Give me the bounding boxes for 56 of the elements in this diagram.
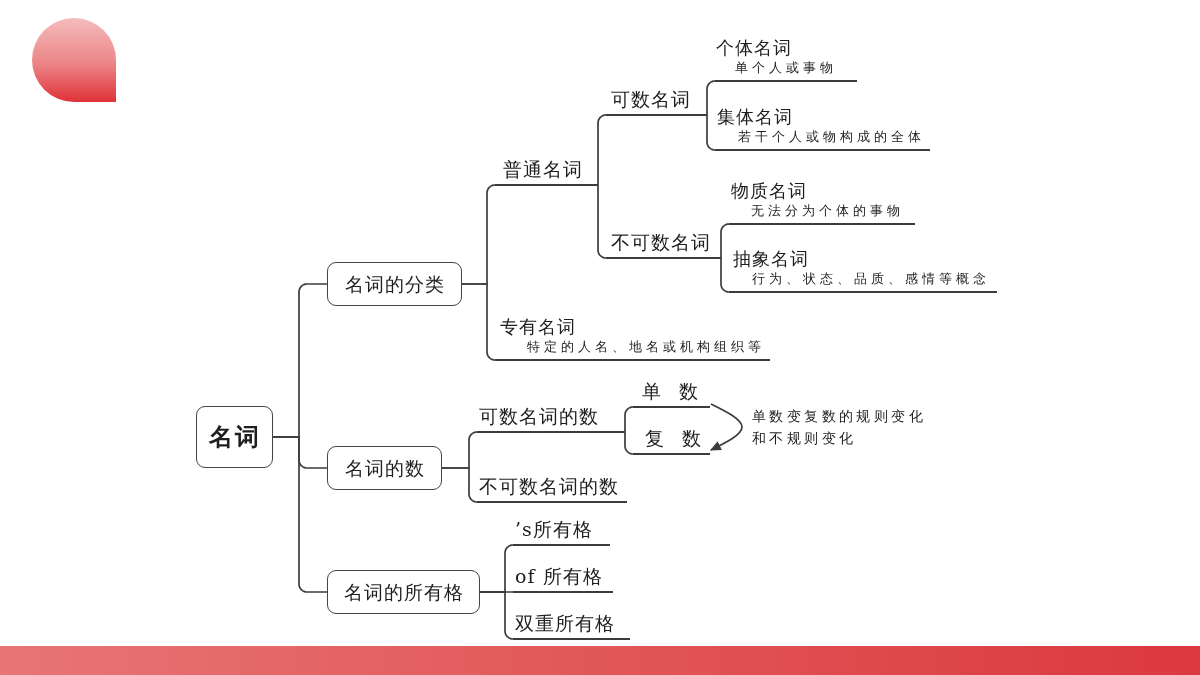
underlined-topic: [729, 248, 997, 293]
connector-line: [624, 431, 634, 455]
connector-line: [706, 80, 716, 116]
topic-label: 双重所有格: [514, 612, 616, 635]
curved-arrow: [710, 403, 743, 451]
underlined-topic: [495, 316, 770, 361]
underlined-topic: [633, 380, 710, 408]
connector-line: [597, 114, 607, 186]
underlined-topic: [715, 106, 930, 151]
topic-label: 专有名词: [499, 316, 577, 338]
topic-description: 特定的人名、地名或机构组织等: [526, 338, 766, 356]
underlined-topic: [513, 565, 613, 593]
topic-box: [327, 570, 480, 614]
topic-label: 物质名词: [730, 180, 808, 202]
topic-label: 名词的数: [344, 456, 425, 480]
topic-description: 单个人或事物: [734, 59, 838, 77]
underlined-topic: [513, 518, 610, 546]
connector-line: [597, 184, 607, 259]
topic-label: 不可数名词: [610, 231, 712, 254]
underlined-topic: [477, 475, 627, 503]
connector-line: [720, 223, 730, 259]
topic-label: ’s所有格: [514, 518, 594, 541]
connector-line: [479, 591, 514, 640]
topic-label: 不可数名词的数: [478, 475, 620, 498]
topic-label: 名词的分类: [344, 272, 445, 296]
topic-description: 无法分为个体的事物: [750, 202, 905, 220]
central-topic-box: [196, 406, 273, 468]
topic-label: 名词: [208, 422, 261, 452]
topic-label: 可数名词: [610, 88, 692, 111]
connector-line: [706, 114, 716, 151]
topic-label: 普通名词: [502, 158, 584, 181]
topic-label: 可数名词的数: [478, 405, 600, 428]
underlined-topic: [715, 37, 857, 82]
connector-line: [624, 406, 634, 433]
underlined-topic: [513, 612, 630, 640]
topic-label: 个体名词: [715, 37, 793, 59]
underlined-topic: [477, 405, 625, 433]
connector-line: [720, 257, 730, 293]
connector-line: [272, 436, 328, 593]
underlined-topic: [495, 158, 598, 186]
topic-label: 复 数: [644, 427, 704, 450]
connector-line: [441, 467, 478, 503]
underlined-topic: [606, 88, 707, 116]
topic-label: 集体名词: [716, 106, 794, 128]
topic-label: 名词的所有格: [343, 580, 464, 604]
topic-label: 单 数: [641, 380, 701, 403]
topic-description: 行为、状态、品质、感情等概念: [751, 270, 991, 288]
topic-box: [327, 446, 442, 490]
connector-line: [461, 283, 496, 361]
topic-box: [327, 262, 462, 306]
underlined-topic: [633, 427, 710, 455]
underlined-topic: [729, 180, 915, 225]
topic-label: of 所有格: [514, 565, 604, 588]
underlined-topic: [606, 231, 721, 259]
topic-label: 抽象名词: [732, 248, 810, 270]
topic-description: 若干个人或物构成的全体: [737, 128, 926, 146]
